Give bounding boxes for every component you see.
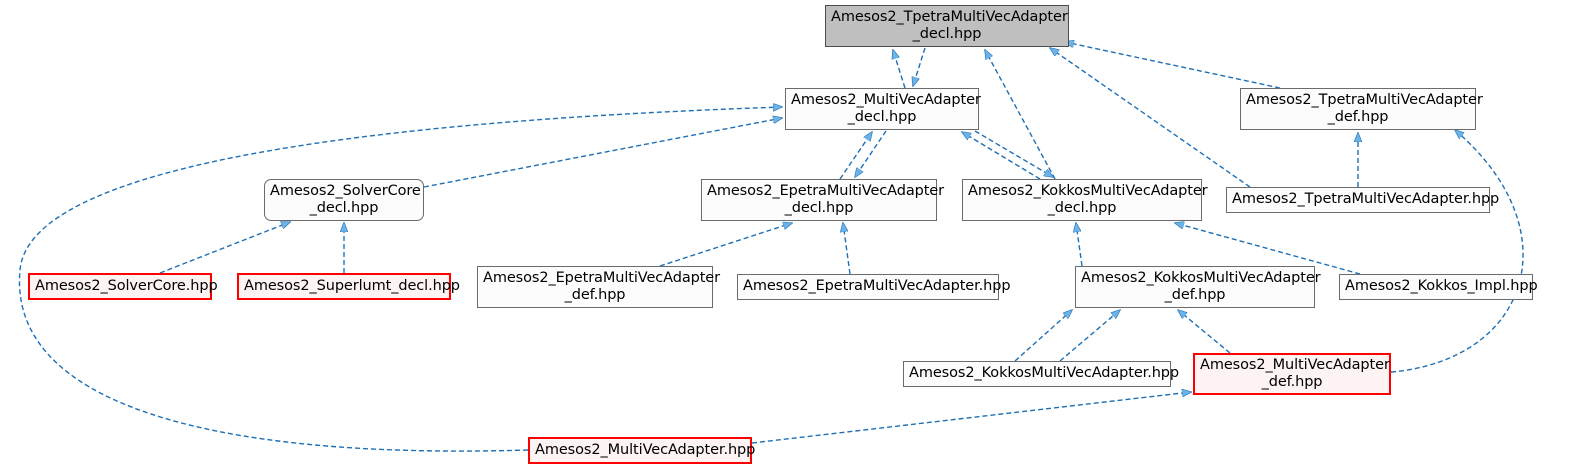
graph-edge — [751, 392, 1191, 444]
graph-node-kokkos_def[interactable]: Amesos2_KokkosMultiVecAdapter _def.hpp — [1075, 266, 1321, 308]
graph-edge — [159, 222, 290, 274]
graph-node-label: Amesos2_TpetraMultiVecAdapter.hpp — [1232, 191, 1500, 208]
graph-node-label: Amesos2_MultiVecAdapter _decl.hpp — [791, 91, 981, 125]
graph-node-tpetra_decl[interactable]: Amesos2_TpetraMultiVecAdapter _decl.hpp — [825, 5, 1069, 47]
graph-node-solvercore_decl[interactable]: Amesos2_SolverCore _decl.hpp — [264, 179, 424, 221]
graph-edge — [893, 50, 906, 89]
graph-node-tpetra_hpp[interactable]: Amesos2_TpetraMultiVecAdapter.hpp — [1226, 187, 1500, 213]
graph-edge — [1059, 310, 1120, 362]
graph-node-epetra_decl[interactable]: Amesos2_EpetraMultiVecAdapter _decl.hpp — [701, 179, 944, 221]
graph-node-label: Amesos2_SolverCore.hpp — [35, 277, 218, 294]
graph-node-kokkos_hpp[interactable]: Amesos2_KokkosMultiVecAdapter.hpp — [903, 361, 1180, 387]
graph-node-label: Amesos2_MultiVecAdapter.hpp — [535, 441, 756, 458]
graph-edge — [843, 223, 851, 275]
graph-node-mv_decl[interactable]: Amesos2_MultiVecAdapter _decl.hpp — [785, 88, 981, 130]
graph-edge — [962, 132, 1041, 180]
graph-node-kokkos_impl[interactable]: Amesos2_Kokkos_Impl.hpp — [1339, 274, 1538, 300]
graph-node-label: Amesos2_MultiVecAdapter _def.hpp — [1200, 356, 1390, 390]
graph-edge — [1390, 130, 1524, 373]
graph-edge — [423, 118, 782, 188]
graph-node-kokkos_decl[interactable]: Amesos2_KokkosMultiVecAdapter _decl.hpp — [962, 179, 1208, 221]
graph-node-solvercore_hpp[interactable]: Amesos2_SolverCore.hpp — [28, 273, 218, 300]
graph-node-tpetra_def[interactable]: Amesos2_TpetraMultiVecAdapter _def.hpp — [1240, 88, 1483, 130]
graph-edge — [1076, 223, 1083, 267]
graph-edge — [1014, 310, 1072, 362]
graph-node-epetra_hpp[interactable]: Amesos2_EpetraMultiVecAdapter.hpp — [737, 274, 1011, 300]
graph-node-label: Amesos2_SolverCore _decl.hpp — [270, 182, 421, 216]
graph-node-label: Amesos2_KokkosMultiVecAdapter _def.hpp — [1081, 269, 1321, 303]
graph-edge — [985, 50, 1056, 180]
graph-node-mv_def[interactable]: Amesos2_MultiVecAdapter _def.hpp — [1193, 353, 1391, 395]
graph-node-label: Amesos2_KokkosMultiVecAdapter _decl.hpp — [968, 182, 1208, 216]
graph-edge — [974, 130, 1053, 177]
graph-edge — [1050, 48, 1251, 188]
graph-node-label: Amesos2_TpetraMultiVecAdapter _def.hpp — [1246, 91, 1483, 125]
graph-edge — [1178, 310, 1231, 354]
graph-node-label: Amesos2_TpetraMultiVecAdapter _decl.hpp — [831, 8, 1068, 42]
graph-node-label: Amesos2_Superlumt_decl.hpp — [244, 277, 460, 294]
graph-node-label: Amesos2_EpetraMultiVecAdapter.hpp — [743, 278, 1011, 295]
graph-node-label: Amesos2_EpetraMultiVecAdapter _def.hpp — [483, 269, 720, 303]
graph-node-label: Amesos2_EpetraMultiVecAdapter _decl.hpp — [707, 182, 944, 216]
graph-edge — [18, 107, 782, 452]
graph-edge — [839, 132, 872, 180]
graph-node-label: Amesos2_KokkosMultiVecAdapter.hpp — [909, 365, 1180, 382]
graph-edge — [659, 223, 792, 267]
graph-node-superlumt_decl[interactable]: Amesos2_Superlumt_decl.hpp — [237, 273, 460, 300]
graph-edge — [1065, 42, 1281, 89]
graph-node-label: Amesos2_Kokkos_Impl.hpp — [1345, 278, 1538, 295]
graph-node-mv_hpp[interactable]: Amesos2_MultiVecAdapter.hpp — [528, 437, 756, 464]
graph-edge — [913, 47, 926, 86]
graph-node-epetra_def[interactable]: Amesos2_EpetraMultiVecAdapter _def.hpp — [477, 266, 720, 308]
graph-edge — [855, 130, 887, 177]
